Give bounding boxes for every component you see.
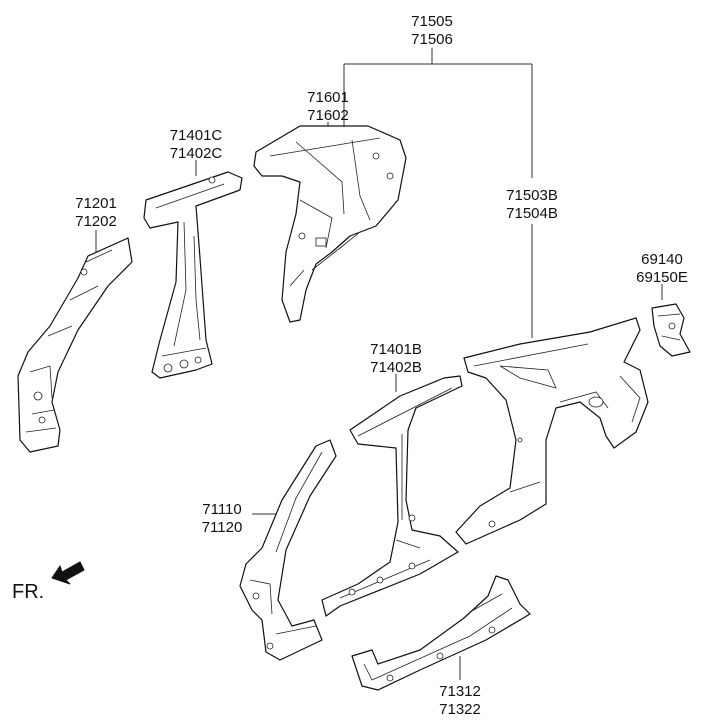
callout-69140: 69140 69150E	[636, 251, 688, 286]
callout-71503B: 71503B 71504B	[506, 187, 558, 222]
quarter-inner-wheelhouse-part	[253, 125, 407, 323]
callout-71505: 71505 71506	[411, 13, 453, 48]
side-sill-part	[351, 575, 531, 691]
callout-71201: 71201 71202	[75, 195, 117, 230]
callout-71601-line2: 71602	[307, 107, 349, 124]
callout-71401B-line1: 71401B	[370, 341, 422, 358]
callout-71312-line2: 71322	[439, 701, 481, 718]
callout-71110-line1: 71110	[202, 501, 242, 518]
callout-71110: 71110 71120	[202, 501, 243, 536]
callout-71505-line1: 71505	[411, 13, 453, 30]
callout-71401C-line1: 71401C	[170, 127, 223, 144]
callout-71401C-line2: 71402C	[170, 145, 223, 162]
front-direction-indicator: FR.	[12, 561, 85, 603]
leader-lines	[95, 48, 663, 680]
callout-71312: 71312 71322	[439, 683, 481, 718]
callout-71401B: 71401B 71402B	[370, 341, 422, 376]
callout-69140-line1: 69140	[641, 251, 683, 268]
callout-71503B-line2: 71504B	[506, 205, 558, 222]
callout-71201-line2: 71202	[75, 213, 117, 230]
front-direction-arrow-icon	[51, 561, 85, 585]
callout-71601: 71601 71602	[307, 89, 349, 124]
front-pillar-inner-part	[17, 237, 133, 453]
rear-bracket-part	[651, 303, 691, 357]
callout-71401C: 71401C 71402C	[170, 127, 223, 162]
callout-71110-line2: 71120	[202, 519, 243, 536]
callout-69140-line2: 69150E	[636, 269, 688, 286]
callout-71503B-line1: 71503B	[506, 187, 558, 204]
front-pillar-outer-part	[239, 439, 337, 661]
front-direction-label: FR.	[12, 581, 44, 603]
callout-71601-line1: 71601	[307, 89, 349, 106]
center-pillar-inner-part	[143, 171, 243, 379]
callout-71401B-line2: 71402B	[370, 359, 422, 376]
callout-71201-line1: 71201	[75, 195, 117, 212]
quarter-outer-panel-part	[455, 317, 649, 545]
center-pillar-outer-part	[321, 375, 463, 617]
callout-71505-line2: 71506	[411, 31, 453, 48]
callout-71312-line1: 71312	[439, 683, 481, 700]
